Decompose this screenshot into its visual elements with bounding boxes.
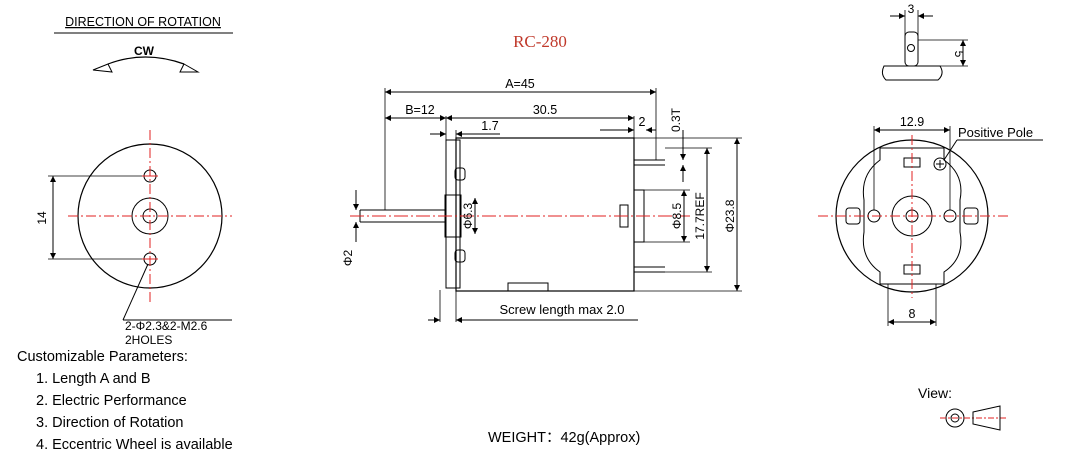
projection-symbol (940, 405, 1008, 431)
dim-terminal: 2 (639, 115, 646, 129)
screw-note: Screw length max 2.0 (499, 302, 624, 317)
param-item: 3. Direction of Rotation (36, 415, 184, 431)
front-view: 14 2-Φ2.3&2-M2.6 2HOLES (35, 130, 232, 347)
rear-view: 12.9 Positive Pole 8 (818, 115, 1043, 326)
rotation-arrow (107, 56, 185, 65)
dim-terminal-width: 3 (908, 2, 915, 16)
dim-flange: 1.7 (481, 119, 498, 133)
terminal-view: 3 5 (881, 2, 968, 81)
customizable-parameters: Customizable Parameters: 1. Length A and… (17, 346, 233, 456)
holes-note-1: 2-Φ2.3&2-M2.6 (125, 319, 208, 333)
holes-note-2: 2HOLES (125, 333, 172, 347)
model-title: RC-280 (513, 32, 567, 51)
dim-ref: 17.7REF (693, 192, 707, 239)
dim-b: B=12 (405, 103, 435, 117)
view-label: View: (918, 385, 952, 401)
cw-label: CW (134, 44, 155, 58)
dim-body: 30.5 (533, 103, 557, 117)
dim-shaft: Φ2 (341, 250, 355, 267)
positive-pole-label: Positive Pole (958, 125, 1033, 140)
dim-terminal-height: 5 (952, 51, 966, 58)
dim-bearing: Φ8.5 (670, 203, 684, 230)
param-item: 2. Electric Performance (36, 393, 187, 409)
dim-span: 12.9 (900, 115, 924, 129)
direction-title: DIRECTION OF ROTATION (65, 15, 221, 29)
dim-holes: 14 (35, 211, 49, 225)
param-item: 1. Length A and B (36, 371, 151, 387)
dim-terminal-thick: 0.3T (669, 107, 683, 132)
side-view: A=45 B=12 30.5 1.7 2 0.3T Φ2 Φ6.3 Φ8.5 (341, 77, 742, 323)
dim-boss: Φ6.3 (461, 203, 475, 230)
dim-a: A=45 (505, 77, 535, 91)
direction-of-rotation: DIRECTION OF ROTATION CW (54, 15, 233, 73)
dim-dia: Φ23.8 (723, 199, 737, 232)
weight-label: WEIGHT：42g(Approx) (488, 430, 641, 446)
dim-bottom: 8 (909, 307, 916, 321)
params-heading: Customizable Parameters: (17, 349, 188, 365)
param-item: 4. Eccentric Wheel is available (36, 437, 233, 453)
